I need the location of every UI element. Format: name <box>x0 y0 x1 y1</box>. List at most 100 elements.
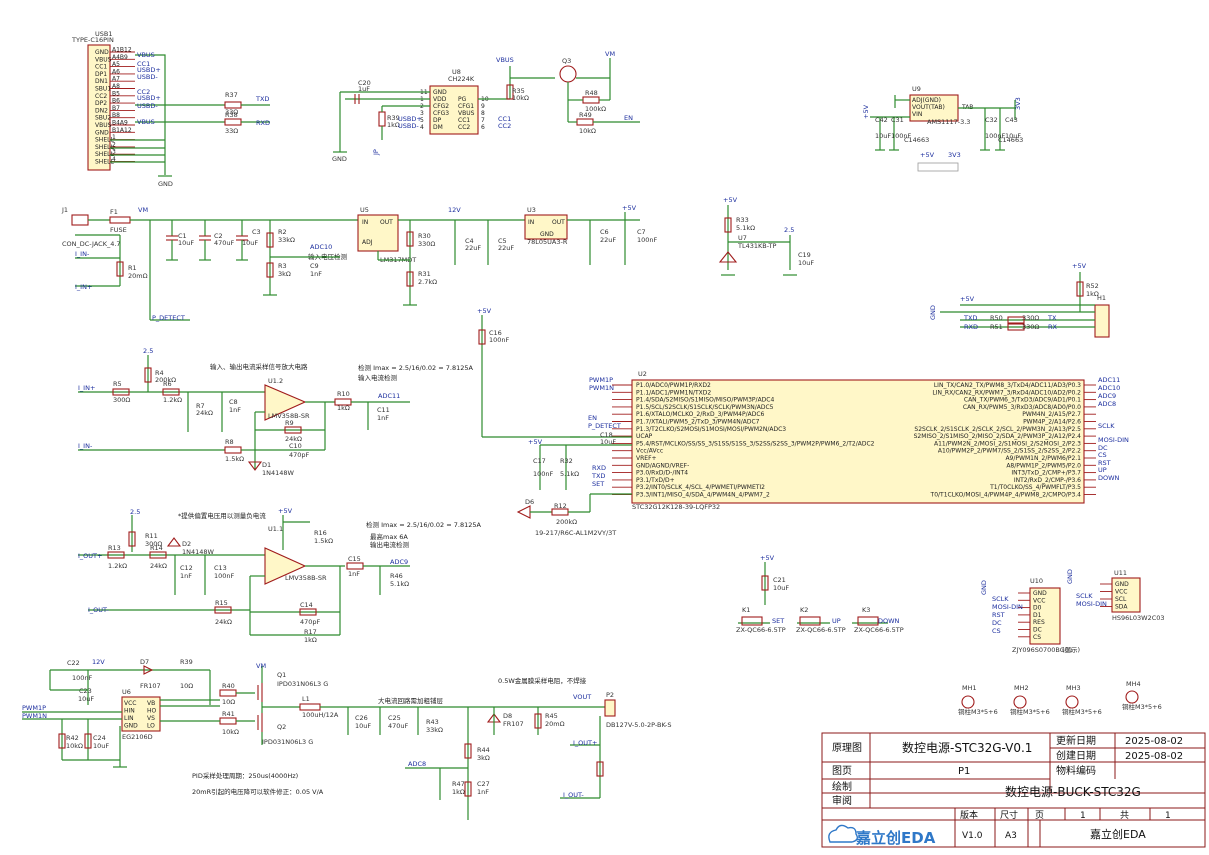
u7-tl431 <box>718 251 738 263</box>
u6-ref: U6 <box>122 688 131 696</box>
c6-val: 22uF <box>600 236 616 244</box>
c6-ref: C6 <box>600 228 609 236</box>
u6-name: EG2106D <box>122 733 153 741</box>
u2-left-pin-name: P3.0/RxD/D-/INT4 <box>636 470 688 477</box>
u10-pin-name: DC <box>1033 627 1042 634</box>
usb1-ref: USB1 <box>95 30 112 38</box>
vm-net: VM <box>605 50 615 58</box>
r7-val: 24kΩ <box>196 409 213 417</box>
u8-pin-left: CFG3 <box>433 110 449 117</box>
r2-ref: R2 <box>278 228 287 236</box>
adc10-net-b: ADC10 <box>1098 384 1120 392</box>
iout-p-net-a: I_OUT+ <box>78 552 102 560</box>
u10-rst: RST <box>992 611 1005 619</box>
r8-val: 1.5kΩ <box>225 455 244 463</box>
jumper-r <box>917 162 959 172</box>
k3-button[interactable] <box>857 616 879 626</box>
u6-pin-left: LIN <box>124 715 134 722</box>
mh4-name: 铜柱M3*5+6 <box>1122 702 1162 711</box>
r9-val: 24kΩ <box>285 435 302 443</box>
r32-ref: R12 <box>554 502 567 510</box>
r4-ref: R4 <box>155 369 164 377</box>
r31-val: 2.7kΩ <box>418 278 437 286</box>
u11-sclk: SCLK <box>1076 592 1093 600</box>
u6-pin-right: VS <box>147 715 155 722</box>
k2-button[interactable] <box>799 616 821 626</box>
c17-val: 5.1kΩ <box>560 470 579 478</box>
u9-5v-net: +5V <box>862 104 870 119</box>
v5-net-h1: +5V <box>1072 262 1087 270</box>
c2-val: 470uF <box>214 239 235 247</box>
r14-ref: C12 <box>180 564 193 572</box>
k3-down: DOWN <box>878 617 900 625</box>
u2-left-pin-name: GND/AGND/VREF- <box>636 462 689 469</box>
r35-ref: R35 <box>512 87 525 95</box>
r41-resistor <box>58 733 66 749</box>
r2-val: 33kΩ <box>278 236 295 244</box>
r46-val: 10uF <box>773 584 789 592</box>
u10-pin-name: D0 <box>1033 605 1042 612</box>
l1-ref: L1 <box>302 695 310 703</box>
u2-left-pin-name: P1.6/XTALO/MCLKO_2/RxD_3/PWM4P/ADC6 <box>636 411 765 418</box>
d7-diode <box>143 665 154 675</box>
d2-ref: D2 <box>182 540 191 548</box>
adc11-net-b: ADC11 <box>1098 376 1120 384</box>
k1-set: SET <box>772 617 784 625</box>
k1-button[interactable] <box>741 616 763 626</box>
u2-right-pin-name: LIN_RX/CAN2_RX/PWM7_3/RxD4/ADC10/AD2/P0.… <box>932 389 1081 396</box>
q2-name: IPD031N06L3 G <box>262 738 313 746</box>
u9-pin-adj: ADJ(GND) <box>912 97 941 104</box>
usb1-pin-name: DP1 <box>95 71 107 78</box>
u8-pin-num-right: 7 <box>481 117 485 124</box>
mosi-net-b: MOSI-DIN <box>1098 436 1129 444</box>
r40-ref: R41 <box>222 710 235 718</box>
u2-left-pin-name: Vcc/AVcc <box>636 448 663 455</box>
usb-cc1-net: CC1 <box>137 60 150 68</box>
r49-resistor <box>576 118 594 126</box>
usb1-pin-name: DN1 <box>95 78 108 85</box>
vm-net-q: VM <box>256 662 266 670</box>
u2-right-pins: LIN_TX/CAN2_TX/PWM8_3/TxD4/ADC11/AD3/P0.… <box>914 382 1096 499</box>
r51-resistor <box>1007 323 1025 331</box>
tb-review-label: 审阅 <box>832 794 852 807</box>
tb-update-date: 2025-08-02 <box>1125 736 1183 747</box>
u2-right-pin-name: S2MISO_2/S1MISO_2/MISO_2/SDA_2/PWM3P_2/A… <box>914 433 1082 440</box>
tb-update-label: 更新日期 <box>1056 734 1096 747</box>
v5-net-e: +5V <box>278 507 293 515</box>
q2-mosfet: Q2 IPD031N06L3 G <box>257 713 313 746</box>
k2-ref: K2 <box>800 606 808 614</box>
r49-ref: R49 <box>579 111 592 119</box>
c43-ref: C43 <box>1005 116 1018 124</box>
c7-val: 100nF <box>637 236 658 244</box>
u8-gnd-label: GND <box>332 155 347 163</box>
r16-resistor <box>214 606 232 614</box>
c14663-a: C14663 <box>904 136 929 144</box>
usb1-pin-num: A1B12 <box>112 47 132 54</box>
u10-display: U10 ZJY096S0700BG01 (显示) <box>1012 577 1080 654</box>
u5-ref: U5 <box>360 206 369 214</box>
c2-ref: C2 <box>214 232 223 240</box>
r32-val: 200kΩ <box>556 518 577 526</box>
r11-ref: R13 <box>108 544 121 552</box>
r17-val: 1nF <box>348 570 360 578</box>
mh2-name: 铜柱M3*5+6 <box>1010 707 1050 716</box>
u1-2-name: LMV358B-SR <box>268 412 310 420</box>
r6-val: 1.2kΩ <box>163 396 182 404</box>
c21-ref: C22 <box>67 659 80 667</box>
u10-name: ZJY096S0700BG01 <box>1012 646 1073 654</box>
q3-ref: Q3 <box>562 57 571 65</box>
usb1-pin-name: GND <box>95 129 109 136</box>
r13-ref: R14 <box>150 544 163 552</box>
c15-ref: R46 <box>390 572 403 580</box>
usb1-pin-num: B1A12 <box>112 127 132 134</box>
r43-val: 3kΩ <box>477 754 490 762</box>
h1-tx: TX <box>1047 314 1057 322</box>
u1-2-opamp <box>264 384 307 421</box>
c13-val: 1.5kΩ <box>314 537 333 545</box>
q3-transistor: Q3 <box>559 57 577 83</box>
r1-resistor <box>116 261 124 277</box>
tb-create-date: 2025-08-02 <box>1125 751 1183 762</box>
v12-net: 12V <box>448 206 461 214</box>
